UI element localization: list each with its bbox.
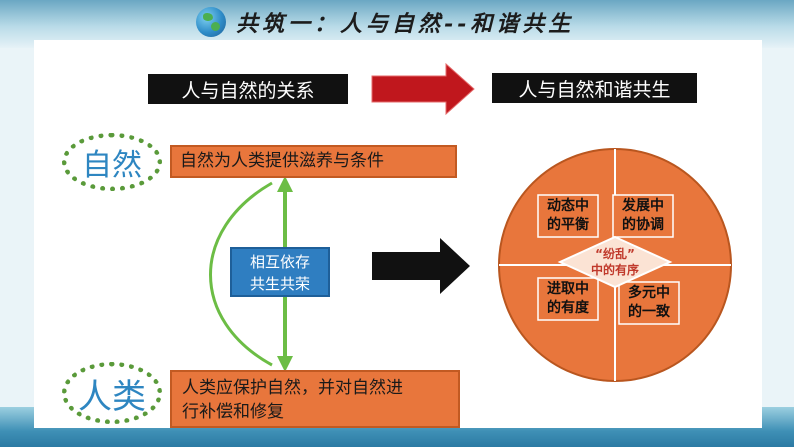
relation-box: 相互依存 共生共荣 xyxy=(230,247,330,297)
quadrant-top-right-line2: 的协调 xyxy=(622,217,664,233)
green-arrow-head-top xyxy=(277,176,293,192)
quadrant-bg-bottom-right xyxy=(618,281,680,325)
quadrant-bottom-left-line1: 进取中 xyxy=(547,281,589,297)
quadrant-bottom-right-line1: 多元中 xyxy=(628,285,670,301)
quadrant-top-left-line2: 的平衡 xyxy=(547,217,589,233)
quadrant-top-left-line1: 动态中 xyxy=(547,198,589,214)
center-diamond xyxy=(557,235,673,289)
quadrant-top-right: 发展中 的协调 xyxy=(613,197,673,235)
human-box: 人类应保护自然，并对自然进 行补偿和修复 xyxy=(170,370,460,428)
quadrant-bottom-right: 多元中 的一致 xyxy=(619,284,679,322)
red-arrow xyxy=(371,62,475,116)
human-box-line2: 行补偿和修复 xyxy=(182,402,284,422)
quadrant-bottom-left-line2: 的有度 xyxy=(547,300,589,316)
relation-line1: 相互依存 xyxy=(249,253,310,271)
nature-box: 自然为人类提供滋养与条件 xyxy=(170,145,457,178)
relation-line2: 共生共荣 xyxy=(249,275,310,293)
quadrant-bottom-right-line2: 的一致 xyxy=(628,304,670,320)
quadrant-top-right-line1: 发展中 xyxy=(622,198,664,214)
green-arrow-head-bottom xyxy=(277,356,293,372)
quadrant-bg-top-right xyxy=(612,194,674,238)
quadrant-top-left: 动态中 的平衡 xyxy=(538,197,598,235)
center-label-line1: “纷乱” xyxy=(595,247,635,261)
quadrant-bg-bottom-left xyxy=(537,277,599,321)
center-label: “纷乱” 中的有序 xyxy=(575,246,655,278)
header-left-box: 人与自然的关系 xyxy=(148,74,348,104)
page-title: 共筑一：人与自然--和谐共生 xyxy=(236,11,575,37)
quadrant-bg-top-left xyxy=(537,194,599,238)
center-label-line2: 中的有序 xyxy=(590,263,639,277)
globe-icon xyxy=(196,7,226,37)
nature-circle-label: 自然 xyxy=(82,148,142,183)
nature-circle: 自然 xyxy=(62,133,162,191)
human-circle: 人类 xyxy=(62,362,162,424)
human-circle-label: 人类 xyxy=(78,376,146,417)
human-box-line1: 人类应保护自然，并对自然进 xyxy=(182,378,403,398)
header-right-box: 人与自然和谐共生 xyxy=(492,73,697,103)
quadrant-bottom-left: 进取中 的有度 xyxy=(538,280,598,318)
black-arrow xyxy=(372,238,470,294)
title-bar: 共筑一：人与自然--和谐共生 xyxy=(196,4,616,40)
curved-link xyxy=(209,181,273,367)
